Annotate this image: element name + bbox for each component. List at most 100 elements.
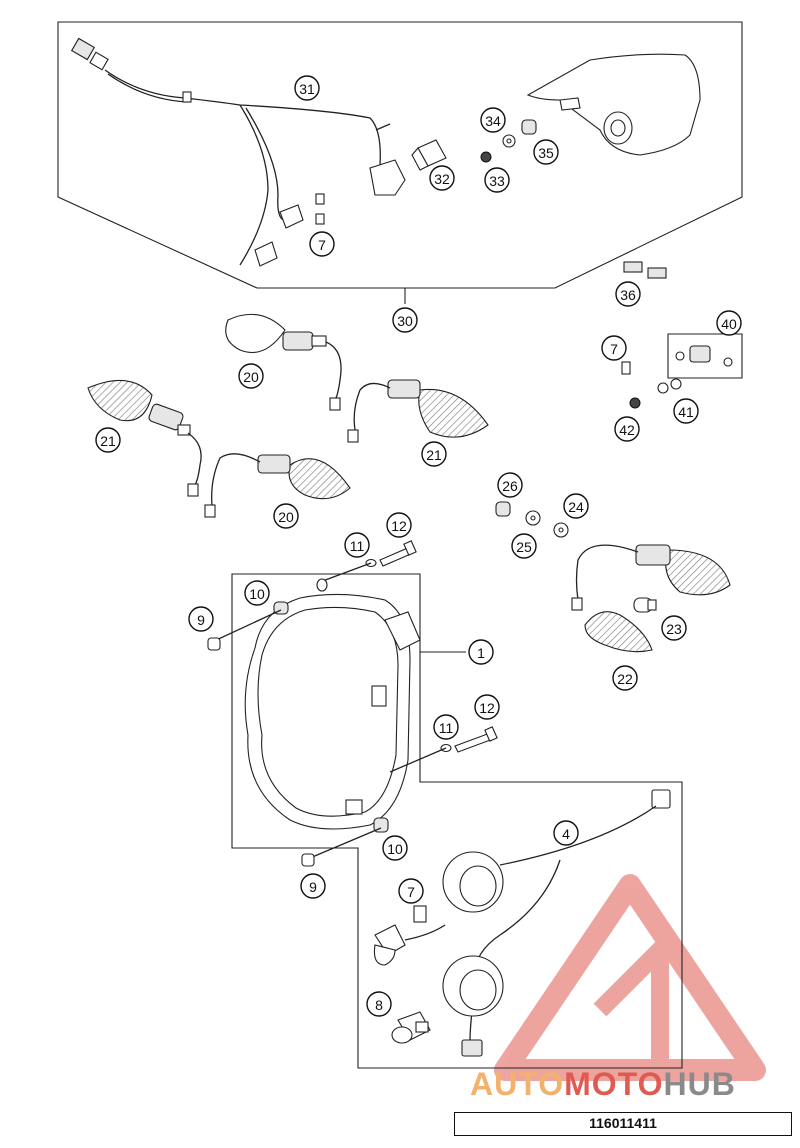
callout-c25: 25 [511,533,537,559]
callout-circle [661,615,687,641]
callout-number: 11 [350,538,365,554]
callout-c12a: 12 [386,512,412,538]
callout-number: 7 [610,341,618,357]
callout-number: 40 [721,316,737,332]
callout-c26: 26 [497,472,523,498]
callout-c31: 31 [294,75,320,101]
assembly-30-frame [57,21,743,289]
turn-signal-20-top [225,313,342,411]
callout-c32: 32 [429,165,455,191]
callout-c33: 33 [484,167,510,193]
headlight-1 [244,593,421,830]
callout-c4: 4 [553,820,579,846]
callout-circle [468,639,494,665]
callout-number: 1 [477,645,485,661]
license-light-40 [667,333,743,379]
callout-c40: 40 [716,310,742,336]
callout-c9a: 9 [188,606,214,632]
callout-circle [615,281,641,307]
callout-c22: 22 [612,665,638,691]
callout-c20b: 20 [273,503,299,529]
wiring-harness-31 [70,37,381,266]
bulb-7-set-a [254,193,325,267]
callout-number: 22 [617,671,633,687]
drawing-number-box: 116011411 [454,1112,792,1136]
callout-number: 24 [568,499,584,515]
callout-circle [188,606,214,632]
callout-circle [673,398,699,424]
washers-41 [657,378,682,394]
watermark-part-1: AUTO [470,1066,565,1102]
turn-signal-21-right [347,379,489,443]
grommet-10-lower [373,817,389,833]
watermark-part-3: HUB [663,1066,736,1102]
nut-33 [480,151,492,163]
callout-circle [601,335,627,361]
callout-c10a: 10 [244,580,270,606]
callout-number: 41 [678,404,694,420]
callout-c11a: 11 [344,532,370,558]
callout-c24: 24 [563,493,589,519]
callout-circle [273,503,299,529]
callout-circle [484,167,510,193]
callout-c36: 36 [615,281,641,307]
callout-number: 7 [318,237,326,253]
callout-circle [309,231,335,257]
callout-number: 36 [620,287,636,303]
callout-circle [244,580,270,606]
callout-c41: 41 [673,398,699,424]
callout-circle [612,665,638,691]
nut-9-lower [301,853,315,867]
socket-32 [369,139,447,196]
turn-signal-21-left [87,379,202,497]
callout-circle [386,512,412,538]
callout-number: 4 [562,826,570,842]
callout-circle [392,307,418,333]
callout-circle [553,820,579,846]
callout-c20a: 20 [238,363,264,389]
watermark-part-2: MOTO [564,1066,664,1102]
turn-signal-20-bottom [204,453,351,518]
bulb-8-headlight [391,1011,431,1044]
callout-number: 21 [100,433,116,449]
bulb-7-headlight [373,905,446,966]
callout-number: 25 [516,539,532,555]
callout-circle [398,878,424,904]
callout-c42: 42 [614,416,640,442]
tail-light-housing [526,53,701,156]
callout-c7b: 7 [601,335,627,361]
bulb-7-license [621,361,631,375]
nut-9-upper [207,637,221,651]
callout-number: 42 [619,422,635,438]
callout-circle [716,310,742,336]
callout-c21a: 21 [95,427,121,453]
washer-25 [525,510,541,526]
callout-circle [421,441,447,467]
callout-c8: 8 [366,991,392,1017]
callout-c35: 35 [533,139,559,165]
callout-number: 26 [502,478,518,494]
watermark-logo [494,874,766,1081]
callout-circle [474,694,500,720]
bolt-12-lower [454,726,498,753]
bolt-12-upper [379,540,417,567]
callout-circle [533,139,559,165]
callout-circle [563,493,589,519]
callout-number: 32 [434,171,450,187]
headlight-assembly-frame [231,573,683,1069]
lens-22 [584,611,653,653]
callout-number: 12 [479,700,495,716]
callout-circle [366,991,392,1017]
nut-35 [521,119,537,135]
callout-circle [95,427,121,453]
callout-c30: 30 [392,307,418,333]
callout-circle [294,75,320,101]
callout-number: 35 [538,145,554,161]
leader-lines [375,123,391,131]
callout-number: 30 [397,313,413,329]
grommet-10-upper [273,578,328,615]
turn-signal-rear [571,544,731,611]
callout-circle [382,835,408,861]
callout-c12b: 12 [474,694,500,720]
